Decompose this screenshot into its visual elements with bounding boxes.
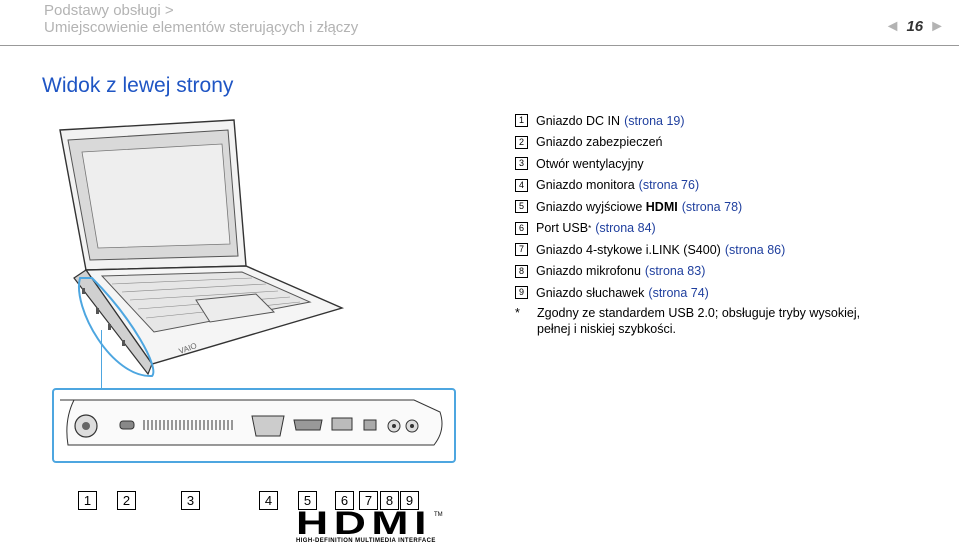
port-number-box: 2 (117, 491, 136, 510)
port-detail-panel (52, 388, 456, 463)
port-number-box: 7 (359, 491, 378, 510)
port-number-box: 9 (400, 491, 419, 510)
usb-port-icon (331, 417, 353, 431)
port-number-box: 8 (380, 491, 399, 510)
hdmi-port-icon (293, 419, 323, 431)
hdmi-tm: TM (434, 512, 443, 518)
footnote-line2: pełnej i niskiej szybkości. (537, 322, 676, 336)
legend-text: Gniazdo 4-stykowe i.LINK (S400) (536, 242, 721, 257)
security-slot-icon (119, 420, 135, 430)
vent-icon (143, 420, 233, 430)
port-number-box: 6 (335, 491, 354, 510)
hdmi-logo-subtitle: HIGH-DEFINITION MULTIMEDIA INTERFACE (296, 538, 436, 544)
page-link[interactable]: (strona 83) (644, 264, 706, 279)
legend-item: 2 Gniazdo zabezpieczeń (515, 132, 785, 154)
ilink-port-icon (363, 419, 377, 431)
section-title: Widok z lewej strony (42, 74, 234, 97)
legend-item: 3 Otwór wentylacyjny (515, 153, 785, 175)
port-number-box: 3 (181, 491, 200, 510)
legend-text: Gniazdo monitora (536, 178, 635, 193)
legend-text: Gniazdo wyjściowe (536, 199, 643, 214)
pager: ◄ 16 ► (885, 18, 945, 35)
footnote-star: * (515, 306, 520, 320)
legend-item: 1 Gniazdo DC IN (strona 19) (515, 110, 785, 132)
page-link[interactable]: (strona 84) (595, 221, 656, 236)
legend-marker: 9 (515, 286, 528, 300)
port-number-box: 5 (298, 491, 317, 510)
legend-marker: 2 (515, 135, 528, 149)
footnote-line1: Zgodny ze standardem USB 2.0; obsługuje … (537, 306, 861, 320)
page-link[interactable]: (strona 76) (638, 178, 700, 193)
legend-marker: 1 (515, 114, 528, 128)
legend-item: 8 Gniazdo mikrofonu (strona 83) (515, 261, 785, 283)
footnote-ref: * (588, 223, 592, 233)
legend-item: 7 Gniazdo 4-stykowe i.LINK (S400) (stron… (515, 239, 785, 261)
port-strip (60, 399, 443, 446)
legend-item: 4 Gniazdo monitora (strona 76) (515, 175, 785, 197)
footnote: * Zgodny ze standardem USB 2.0; obsługuje… (515, 305, 860, 337)
legend-text: Gniazdo zabezpieczeń (536, 135, 663, 150)
page-number: 16 (906, 18, 924, 35)
callout-connector (101, 330, 102, 388)
legend-text: Gniazdo słuchawek (536, 285, 645, 300)
legend-item: 6 Port USB* (strona 84) (515, 218, 785, 240)
legend-text: Port USB (536, 221, 589, 236)
legend-text-bold: HDMI (645, 199, 678, 214)
breadcrumb-current[interactable]: Umiejscowienie elementów sterujących i z… (44, 19, 359, 36)
legend-list: 1 Gniazdo DC IN (strona 19) 2 Gniazdo za… (515, 110, 785, 304)
legend-marker: 5 (515, 200, 528, 214)
port-number-box: 1 (78, 491, 97, 510)
breadcrumb-parent[interactable]: Podstawy obsługi > (44, 2, 174, 19)
next-page-icon[interactable]: ► (929, 17, 945, 35)
hdmi-logo-text: HDMI (296, 508, 432, 538)
header-divider (0, 45, 959, 46)
prev-page-icon[interactable]: ◄ (884, 17, 901, 35)
legend-text: Gniazdo DC IN (536, 113, 621, 128)
legend-marker: 8 (515, 264, 528, 278)
hdmi-logo: HDMI TM (296, 508, 443, 538)
page-link[interactable]: (strona 19) (624, 113, 685, 128)
page-link[interactable]: (strona 78) (681, 199, 743, 214)
legend-marker: 3 (515, 157, 528, 171)
legend-text: Gniazdo mikrofonu (536, 264, 641, 279)
legend-item: 9 Gniazdo słuchawek (strona 74) (515, 282, 785, 304)
page-link[interactable]: (strona 86) (724, 242, 786, 257)
page-link[interactable]: (strona 74) (648, 285, 709, 300)
legend-item: 5 Gniazdo wyjściowe HDMI (strona 78) (515, 196, 785, 218)
legend-marker: 4 (515, 178, 528, 192)
legend-marker: 6 (515, 221, 528, 235)
laptop-illustration: VAIO (59, 119, 345, 378)
monitor-port-icon (251, 415, 285, 437)
legend-text: Otwór wentylacyjny (536, 156, 644, 171)
page-header: Podstawy obsługi > Umiejscowienie elemen… (0, 0, 959, 46)
legend-marker: 7 (515, 243, 528, 257)
port-number-box: 4 (259, 491, 278, 510)
